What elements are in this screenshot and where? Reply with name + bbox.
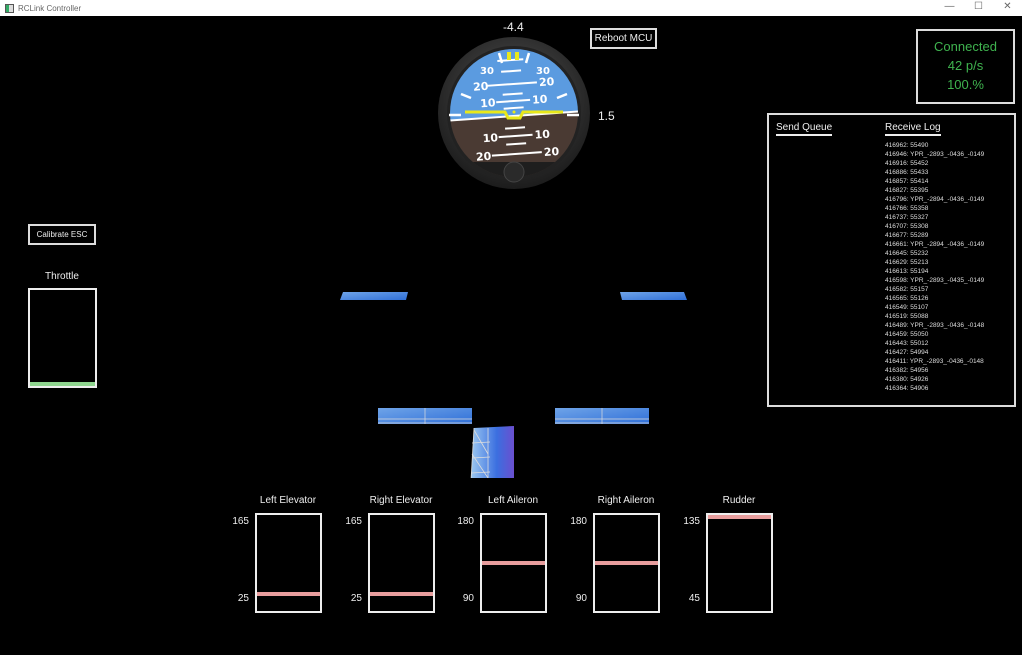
link-quality: 100.% [947, 77, 984, 92]
log-entry: 416766: 55358 [885, 205, 929, 212]
log-entry: 416459: 55050 [885, 331, 929, 338]
log-entry: 416519: 55088 [885, 313, 929, 320]
rudder-model [470, 426, 514, 478]
svg-text:10: 10 [482, 131, 499, 145]
log-entry: 416382: 54956 [885, 367, 929, 374]
svg-text:20: 20 [476, 150, 493, 164]
svg-text:30: 30 [480, 66, 494, 77]
log-entry: 416962: 55490 [885, 142, 929, 149]
log-entry: 416380: 54926 [885, 376, 929, 383]
right-elevator-bar [368, 513, 435, 613]
left-aileron-max-tick: 180 [457, 516, 474, 527]
throttle-bar [28, 288, 97, 388]
log-entry: 416827: 55395 [885, 187, 929, 194]
log-entry: 416549: 55107 [885, 304, 929, 311]
left-aileron-bar [480, 513, 547, 613]
attitude-indicator: 20 20 10 10 10 10 20 20 30 30 [438, 37, 590, 189]
right-elevator-position-indicator [370, 592, 433, 596]
connection-status-panel: Connected 42 p/s 100.% [916, 29, 1015, 104]
right-elevator-min-tick: 25 [350, 593, 362, 604]
log-entry: 416489: YPR_-2893_-0436_-0148 [885, 322, 985, 329]
log-entry: 416707: 55308 [885, 223, 929, 230]
window-controls: — ☐ ✕ [935, 0, 1022, 16]
svg-text:20: 20 [543, 145, 560, 159]
log-entry: 416364: 54906 [885, 385, 929, 392]
connection-status: Connected [934, 39, 997, 54]
app-icon [5, 3, 14, 13]
rudder-max-tick: 135 [683, 516, 700, 527]
main-canvas: -4.4 1.5 [0, 16, 1022, 655]
svg-text:10: 10 [532, 93, 549, 107]
svg-text:30: 30 [536, 66, 550, 77]
svg-text:20: 20 [473, 80, 490, 94]
title-bar: RCLink Controller — ☐ ✕ [0, 0, 1022, 16]
left-elevator-min-tick: 25 [237, 593, 249, 604]
left-elevator-label: Left Elevator [259, 495, 317, 506]
right-elevator-label: Right Elevator [369, 495, 433, 506]
rudder-min-tick: 45 [688, 593, 700, 604]
right-aileron-model [620, 292, 687, 300]
left-aileron-position-indicator [482, 561, 545, 565]
reboot-mcu-button[interactable]: Reboot MCU [590, 28, 657, 49]
log-entry: 416598: YPR_-2893_-0435_-0149 [885, 277, 985, 284]
log-entry: 416443: 55012 [885, 340, 929, 347]
left-aileron-min-tick: 90 [462, 593, 474, 604]
rudder-bar [706, 513, 773, 613]
left-elevator-position-indicator [257, 592, 320, 596]
log-entry: 416565: 55126 [885, 295, 929, 302]
right-aileron-label: Right Aileron [597, 495, 655, 506]
log-entry: 416916: 55452 [885, 160, 929, 167]
right-aileron-position-indicator [595, 561, 658, 565]
log-entry: 416629: 55213 [885, 259, 929, 266]
log-entry: 416946: YPR_-2893_-0436_-0149 [885, 151, 985, 158]
throttle-fill [30, 382, 95, 386]
log-entry: 416427: 54994 [885, 349, 929, 356]
log-entry: 416645: 55232 [885, 250, 929, 257]
maximize-button[interactable]: ☐ [974, 1, 983, 12]
left-aileron-model [340, 292, 408, 300]
receive-log-header: Receive Log [885, 122, 941, 136]
window-title: RCLink Controller [18, 3, 82, 13]
log-entry: 416677: 55289 [885, 232, 929, 239]
right-aileron-max-tick: 180 [570, 516, 587, 527]
log-entry: 416886: 55433 [885, 169, 929, 176]
log-entry: 416796: YPR_-2894_-0436_-0149 [885, 196, 985, 203]
rudder-position-indicator [708, 515, 771, 519]
throttle-label: Throttle [45, 271, 79, 282]
left-elevator-model [378, 408, 472, 424]
log-entry: 416857: 55414 [885, 178, 929, 185]
pitch-readout: -4.4 [503, 20, 524, 34]
right-elevator-max-tick: 165 [345, 516, 362, 527]
log-entry: 416613: 55194 [885, 268, 929, 275]
control-surface-visualization [340, 292, 687, 478]
minimize-button[interactable]: — [944, 1, 955, 12]
right-aileron-min-tick: 90 [575, 593, 587, 604]
send-queue-header: Send Queue [776, 122, 833, 136]
close-button[interactable]: ✕ [1003, 1, 1012, 12]
receive-log-list[interactable]: 416962: 55490 416946: YPR_-2893_-0436_-01… [885, 141, 984, 393]
left-elevator-max-tick: 165 [232, 516, 249, 527]
rudder-label: Rudder [722, 495, 756, 506]
svg-text:10: 10 [480, 96, 497, 110]
svg-text:20: 20 [538, 75, 555, 89]
log-entry: 416737: 55327 [885, 214, 929, 221]
log-entry: 416582: 55157 [885, 286, 929, 293]
left-aileron-label: Left Aileron [487, 495, 539, 506]
right-aileron-bar [593, 513, 660, 613]
calibrate-esc-button[interactable]: Calibrate ESC [28, 224, 96, 245]
svg-text:10: 10 [534, 128, 551, 142]
right-elevator-model [555, 408, 649, 424]
left-elevator-bar [255, 513, 322, 613]
roll-readout: 1.5 [598, 109, 615, 123]
packet-rate: 42 p/s [947, 58, 984, 73]
log-entry: 416411: YPR_-2893_-0436_-0148 [885, 358, 984, 365]
log-entry: 416661: YPR_-2894_-0436_-0149 [885, 241, 985, 248]
